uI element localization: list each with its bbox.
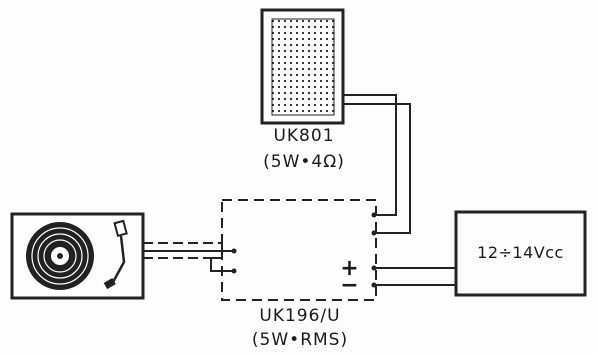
power-wires <box>374 267 456 286</box>
terminal-dot <box>371 212 377 218</box>
input-cable <box>143 242 234 272</box>
negative-terminal-label: − <box>340 273 360 298</box>
amplifier-spec-label: (5W•RMS) <box>251 330 349 350</box>
power-supply-box <box>454 210 587 297</box>
positive-terminal-label: + <box>340 256 360 281</box>
speaker-icon <box>260 8 345 125</box>
turntable-icon <box>10 212 145 300</box>
speaker-wires <box>343 94 411 234</box>
speaker-spec-label: (5W•4Ω) <box>263 152 345 172</box>
power-supply-label: 12÷14Vcc <box>477 243 564 262</box>
speaker-model-label: UK801 <box>273 126 335 146</box>
amplifier-model-label: UK196/U <box>259 306 341 326</box>
terminal-dot <box>371 230 377 236</box>
